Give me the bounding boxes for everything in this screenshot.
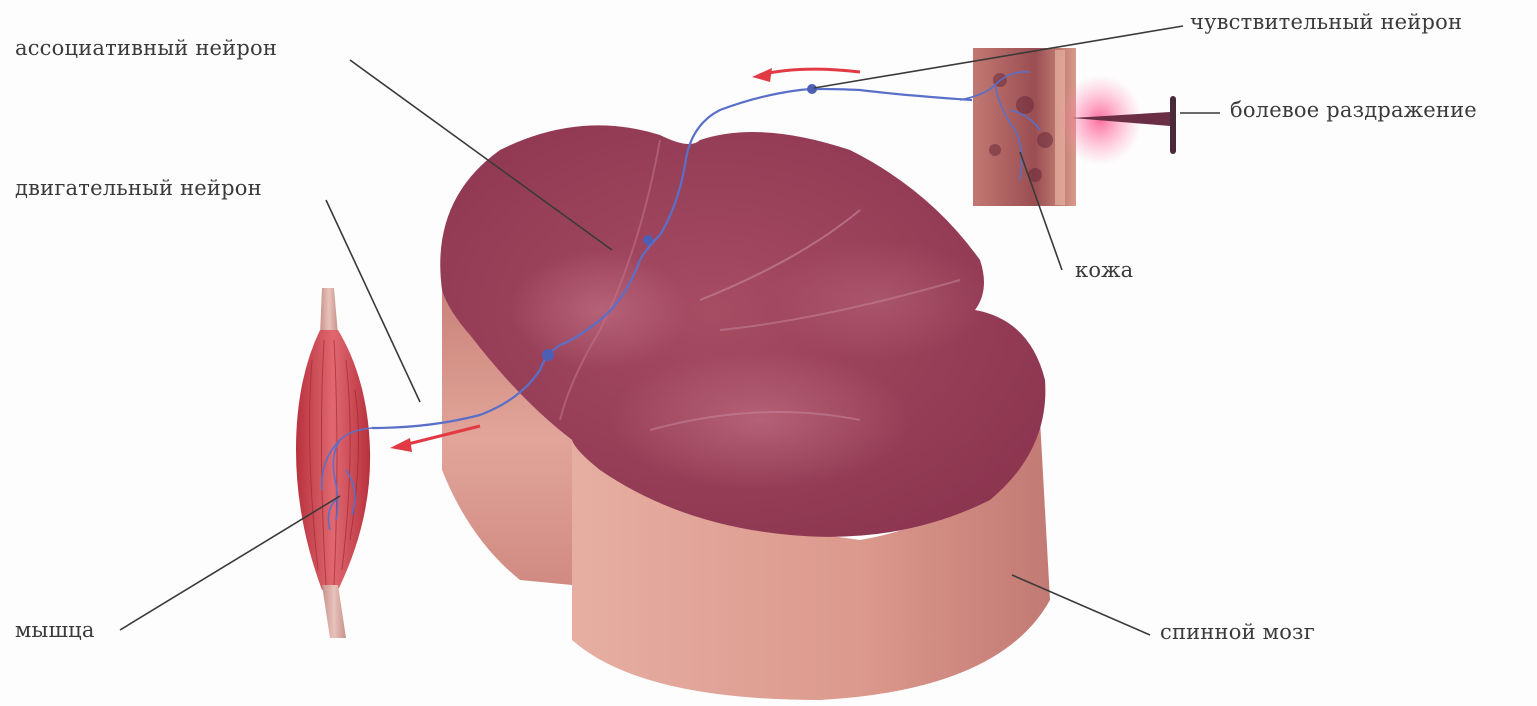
motor-neuron-body xyxy=(542,349,554,361)
leader-muscle xyxy=(120,496,340,630)
label-association-neuron: ассоциативный нейрон xyxy=(15,38,277,59)
muscle xyxy=(296,288,372,638)
label-muscle: мышца xyxy=(15,620,95,641)
label-pain-stimulus: болевое раздражение xyxy=(1230,100,1477,121)
association-neuron-body xyxy=(643,235,653,245)
label-skin: кожа xyxy=(1075,260,1133,281)
impulse-arrow-sensory-icon xyxy=(760,69,860,75)
label-spinal-cord: спинной мозг xyxy=(1160,622,1315,643)
label-sensory-neuron: чувствительный нейрон xyxy=(1190,12,1462,33)
label-motor-neuron: двигательный нейрон xyxy=(15,178,262,199)
pain-stimulus xyxy=(1058,75,1176,165)
muscle-tendon-bottom xyxy=(322,585,346,638)
muscle-tendon-top xyxy=(320,288,338,335)
spinal-cord xyxy=(440,125,1050,700)
pin-head-icon xyxy=(1170,96,1176,154)
sensory-neuron-body xyxy=(807,84,817,94)
